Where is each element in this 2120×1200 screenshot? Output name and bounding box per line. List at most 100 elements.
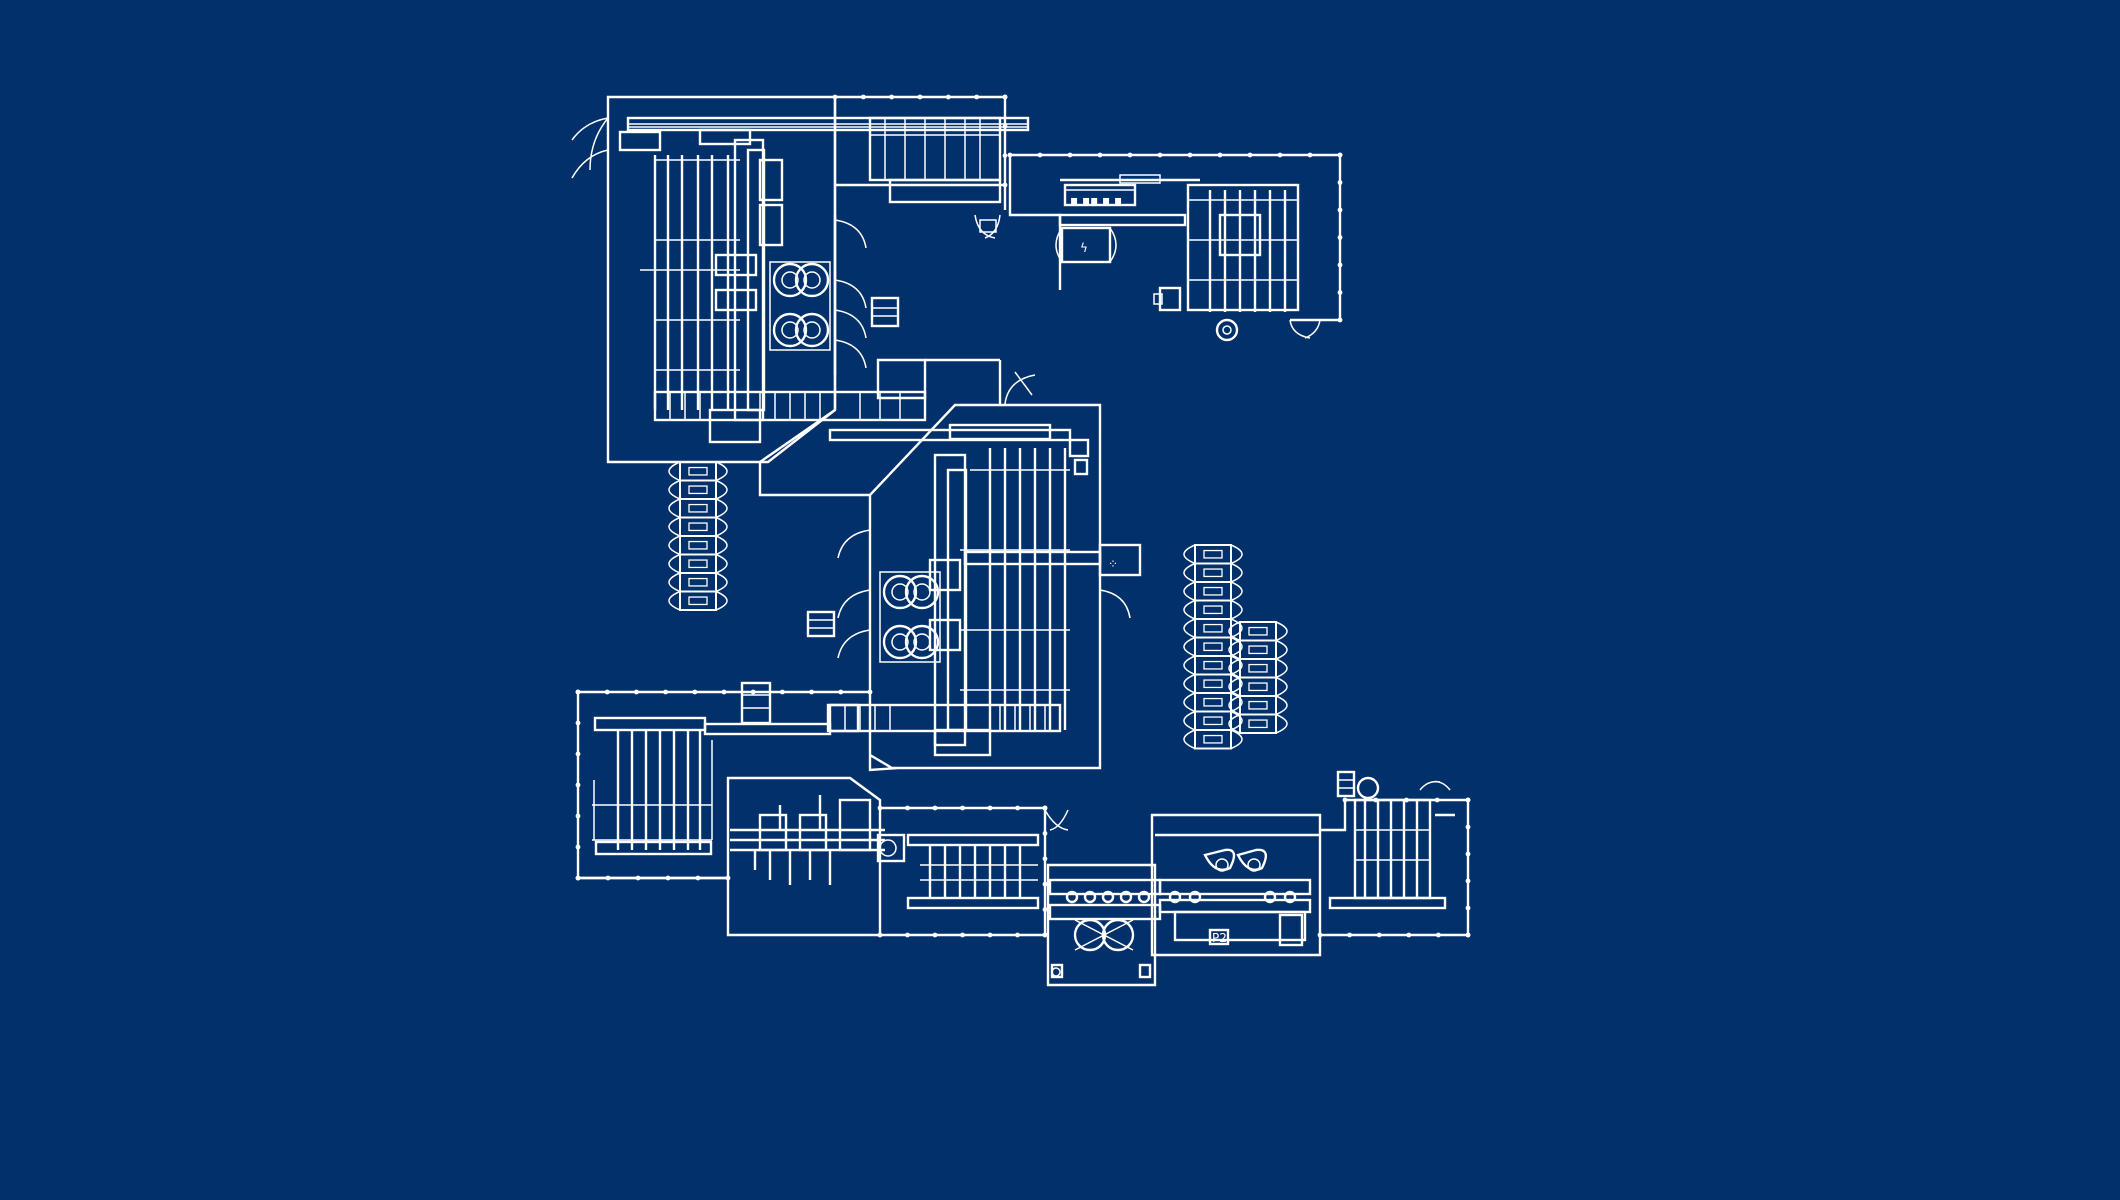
cabinet-door-swing [1183,599,1196,620]
cabinet-door-swing [1230,673,1243,694]
cabinet-panel [688,503,708,513]
fence-post [867,689,873,695]
fence-post [1067,152,1073,158]
cabinet-box [1239,713,1277,734]
cabinet-box [1194,729,1232,750]
fence-post [1465,851,1471,857]
cabinet-door-swing [1183,544,1196,565]
cell-middle: ⁘ [758,358,1142,772]
cell-press-unit [1046,863,1162,987]
fence-post [987,805,993,811]
fence-post [1042,881,1048,887]
fence-post [1042,831,1048,836]
cabinet-door-swing [1183,618,1196,639]
cell-c-rollers [879,571,941,663]
fence-post [1007,152,1013,158]
cabinet-panel [1248,645,1268,655]
cell-i-rails [1353,798,1432,900]
cabinet-door-swing [1230,618,1243,639]
cabinet-door-swing [1230,599,1243,620]
fence-post [1277,152,1283,158]
fence-post [575,720,581,726]
cell-top-right: ▪ ▪▪ ▪ ▪ ϟ [1007,152,1343,342]
cabinet-door-swing [1228,676,1241,697]
fence-post [1042,856,1048,862]
cabinet-door-swing [1275,695,1288,716]
svg-text:ϟ: ϟ [1080,241,1088,255]
fence-post [1042,805,1048,811]
fence-post [721,689,727,695]
cabinet-door-swing [715,572,728,593]
fence-post [634,689,639,695]
cabinet-door-swing [715,498,728,519]
fence-post [1465,878,1471,884]
cabinet-panel [1248,700,1268,710]
cabinet-door-swing [668,516,681,537]
fence-post [1337,290,1343,295]
fence-post [1317,932,1323,938]
cabinet-panel [1203,623,1223,633]
cell-a-rails [640,155,740,410]
cabinet-door-swing [1230,562,1243,583]
cell-c-rails [960,448,1070,730]
cell-lower-center [726,776,906,937]
fence-post [1187,152,1193,158]
label-p2: P2 [1212,931,1227,945]
cabinet-panel [688,559,708,569]
cabinet-panel [1248,663,1268,673]
fence-post [1015,932,1020,938]
fence-post [905,805,910,811]
cabinet-door-swing [1275,621,1288,642]
fence-post [692,689,698,695]
svg-text:▪ ▪▪ ▪ ▪: ▪ ▪▪ ▪ ▪ [1070,193,1122,207]
cabinet-door-swing [1183,581,1196,602]
cabinet-door-swing [1230,636,1243,657]
cabinet-door-swing [1228,695,1241,716]
cabinet-door-swing [715,535,728,556]
fence-post [860,94,866,100]
cabinet-door-swing [668,461,681,482]
fence-post [1465,905,1471,911]
cabinet-panel [688,485,708,495]
fence-post [932,805,938,811]
cabinet-door-swing [1275,713,1288,734]
fence-post [1434,797,1440,803]
fence-post [1097,152,1103,158]
fence-post [575,875,581,881]
cabinet-door-swing [668,479,681,500]
cabinet-door-swing [668,535,681,556]
cell-i-fence-dots [1317,797,1471,938]
fence-post [1002,153,1008,159]
fence-post [695,875,701,881]
fence-post [1157,152,1163,158]
cell-exit [1317,770,1471,938]
cell-e-machine [730,795,906,885]
fence-post [665,875,671,881]
cabinet-door-swing [1183,636,1196,657]
cabinet-door-swing [1183,562,1196,583]
fence-post [605,875,611,881]
cabinet-door-swing [668,498,681,519]
fence-post [663,689,668,695]
cabinet-door-swing [1275,676,1288,697]
cell-c-bottom-conveyor [828,703,1062,757]
fence-post [809,689,814,695]
fence-post [575,689,581,695]
fence-post [635,875,641,881]
cabinet-panel [688,466,708,476]
fence-post [1337,317,1343,323]
cabinet-panel [1248,682,1268,692]
fence-post [575,751,581,757]
cell-h-motor [1203,848,1268,872]
fence-post [917,94,923,100]
upper-corridor [832,94,1008,239]
electrical-cabinets-left [668,461,728,611]
cabinet-door-swing [715,461,728,482]
fence-post [877,805,883,811]
cabinet-door-swing [1228,639,1241,660]
fence-post [1337,152,1343,158]
fence-post [974,94,980,100]
cabinet-door-swing [668,590,681,611]
cabinet-panel [1203,734,1223,744]
